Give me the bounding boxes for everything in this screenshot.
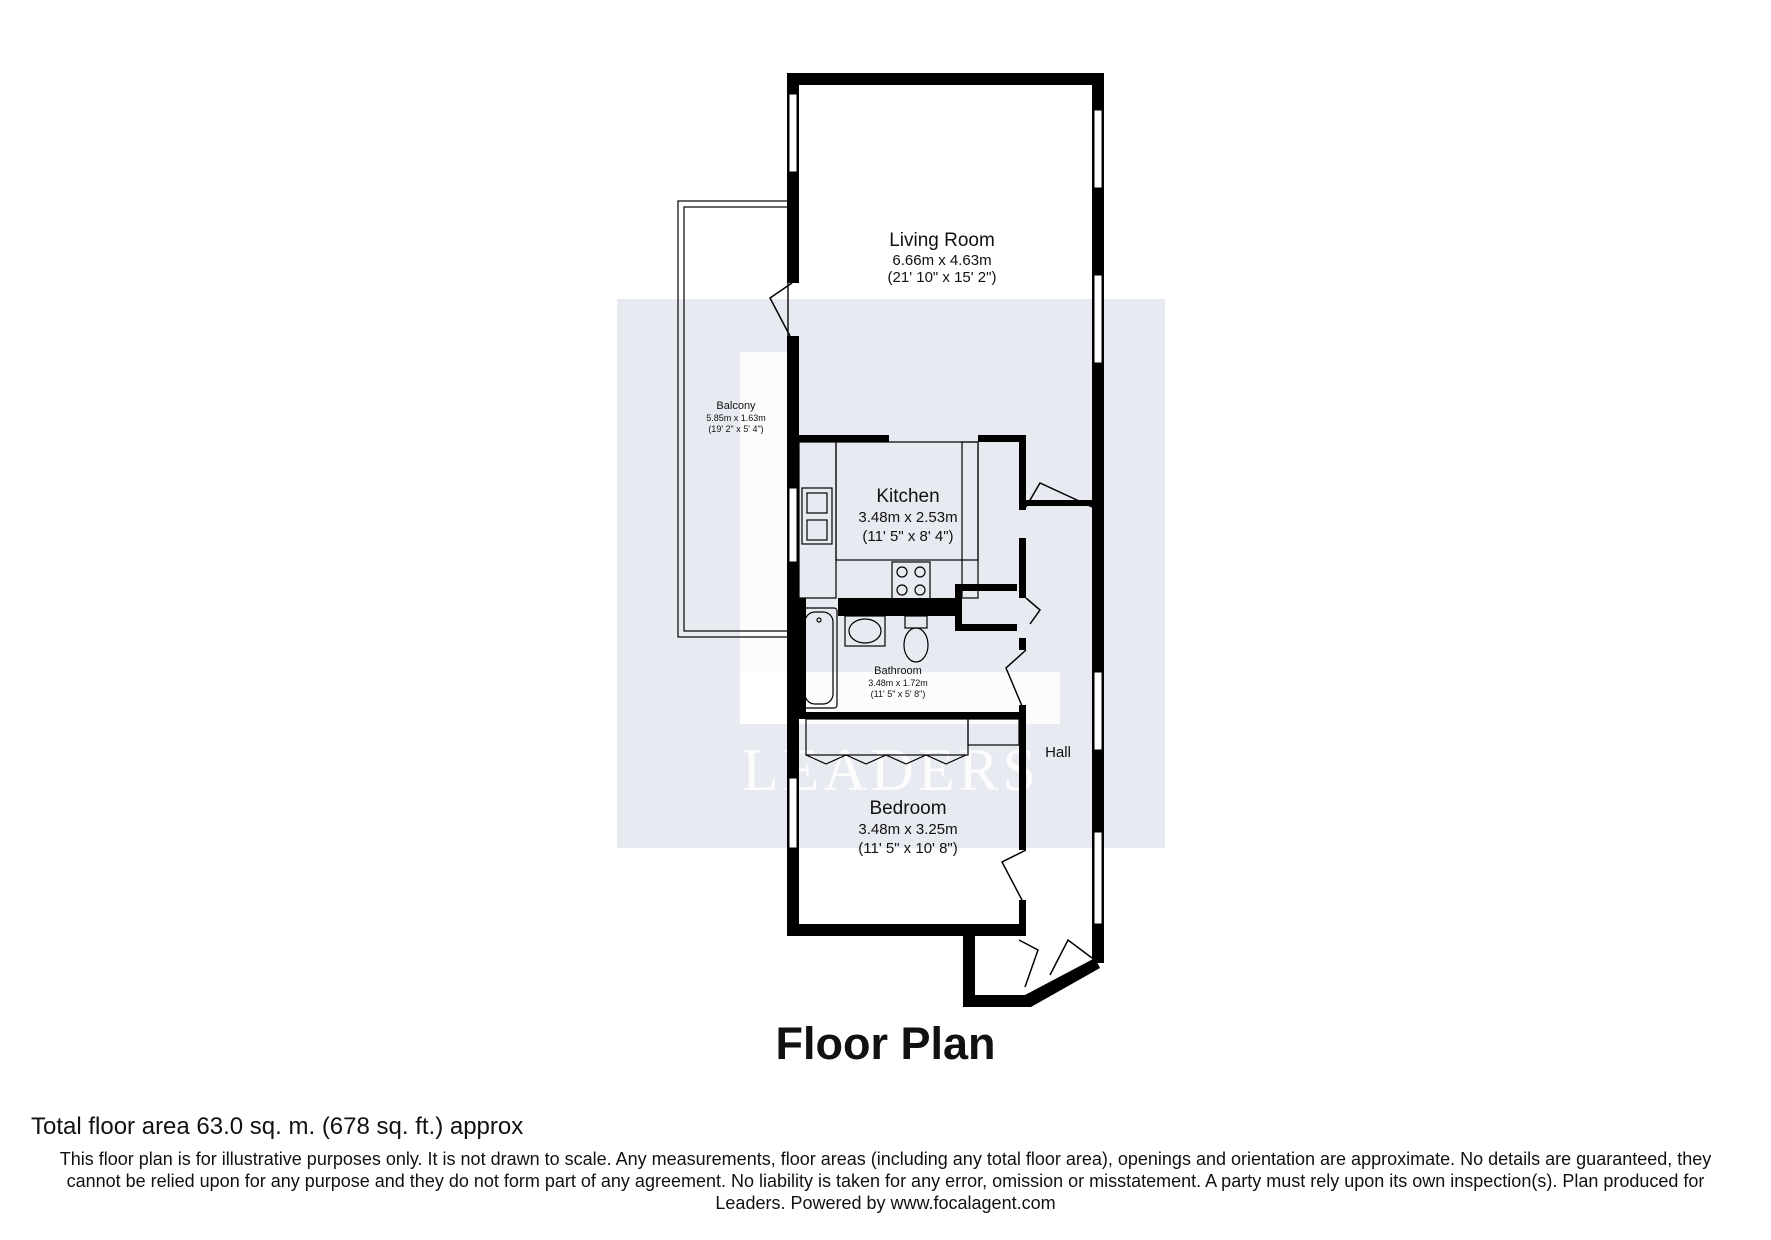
balcony-name: Balcony xyxy=(716,400,756,412)
bathroom-imperial: (11' 5" x 5' 8") xyxy=(871,689,926,699)
kitchen-imperial: (11' 5" x 8' 4") xyxy=(862,528,953,545)
watermark-brand: LEADERS xyxy=(742,737,1040,803)
washbasin-icon xyxy=(844,615,886,647)
bathroom-name: Bathroom xyxy=(874,665,922,677)
sink-icon xyxy=(801,487,833,545)
balcony-imperial: (19' 2" x 5' 4") xyxy=(708,424,763,434)
kitchen-metric: 3.48m x 2.53m xyxy=(858,509,957,526)
doors xyxy=(769,282,1093,988)
bathtub-icon xyxy=(800,607,838,709)
wardrobe xyxy=(805,718,1020,765)
hall-label: Hall xyxy=(1045,744,1071,761)
toilet-icon xyxy=(903,615,929,663)
interior-walls xyxy=(799,435,1094,936)
living-room-imperial: (21' 10" x 15' 2") xyxy=(888,269,997,286)
bedroom-metric: 3.48m x 3.25m xyxy=(858,821,957,838)
kitchen-fixtures xyxy=(798,441,979,601)
living-room-label: Living Room 6.66m x 4.63m (21' 10" x 15'… xyxy=(888,230,997,286)
bathroom-fixtures xyxy=(800,607,929,709)
balcony-metric: 5.85m x 1.63m xyxy=(706,413,766,423)
total-floor-area: Total floor area 63.0 sq. m. (678 sq. ft… xyxy=(31,1113,524,1140)
windows xyxy=(788,93,1103,925)
bathroom-metric: 3.48m x 1.72m xyxy=(868,678,928,688)
bathroom-label: Bathroom 3.48m x 1.72m (11' 5" x 5' 8") xyxy=(868,665,928,699)
kitchen-label: Kitchen 3.48m x 2.53m (11' 5" x 8' 4") xyxy=(858,486,957,545)
hob-icon xyxy=(891,561,931,601)
balcony-label: Balcony 5.85m x 1.63m (19' 2" x 5' 4") xyxy=(706,400,766,434)
bedroom-imperial: (11' 5" x 10' 8") xyxy=(858,840,957,857)
disclaimer-text: This floor plan is for illustrative purp… xyxy=(59,1149,1712,1213)
living-room-name: Living Room xyxy=(889,230,995,251)
leaders-watermark: LEADERS xyxy=(617,299,1165,848)
plan-title: Floor Plan xyxy=(775,1018,996,1069)
bedroom-name: Bedroom xyxy=(869,798,946,819)
bedroom-label: Bedroom 3.48m x 3.25m (11' 5" x 10' 8") xyxy=(858,798,957,857)
living-room-metric: 6.66m x 4.63m xyxy=(892,252,991,269)
kitchen-name: Kitchen xyxy=(876,486,939,507)
